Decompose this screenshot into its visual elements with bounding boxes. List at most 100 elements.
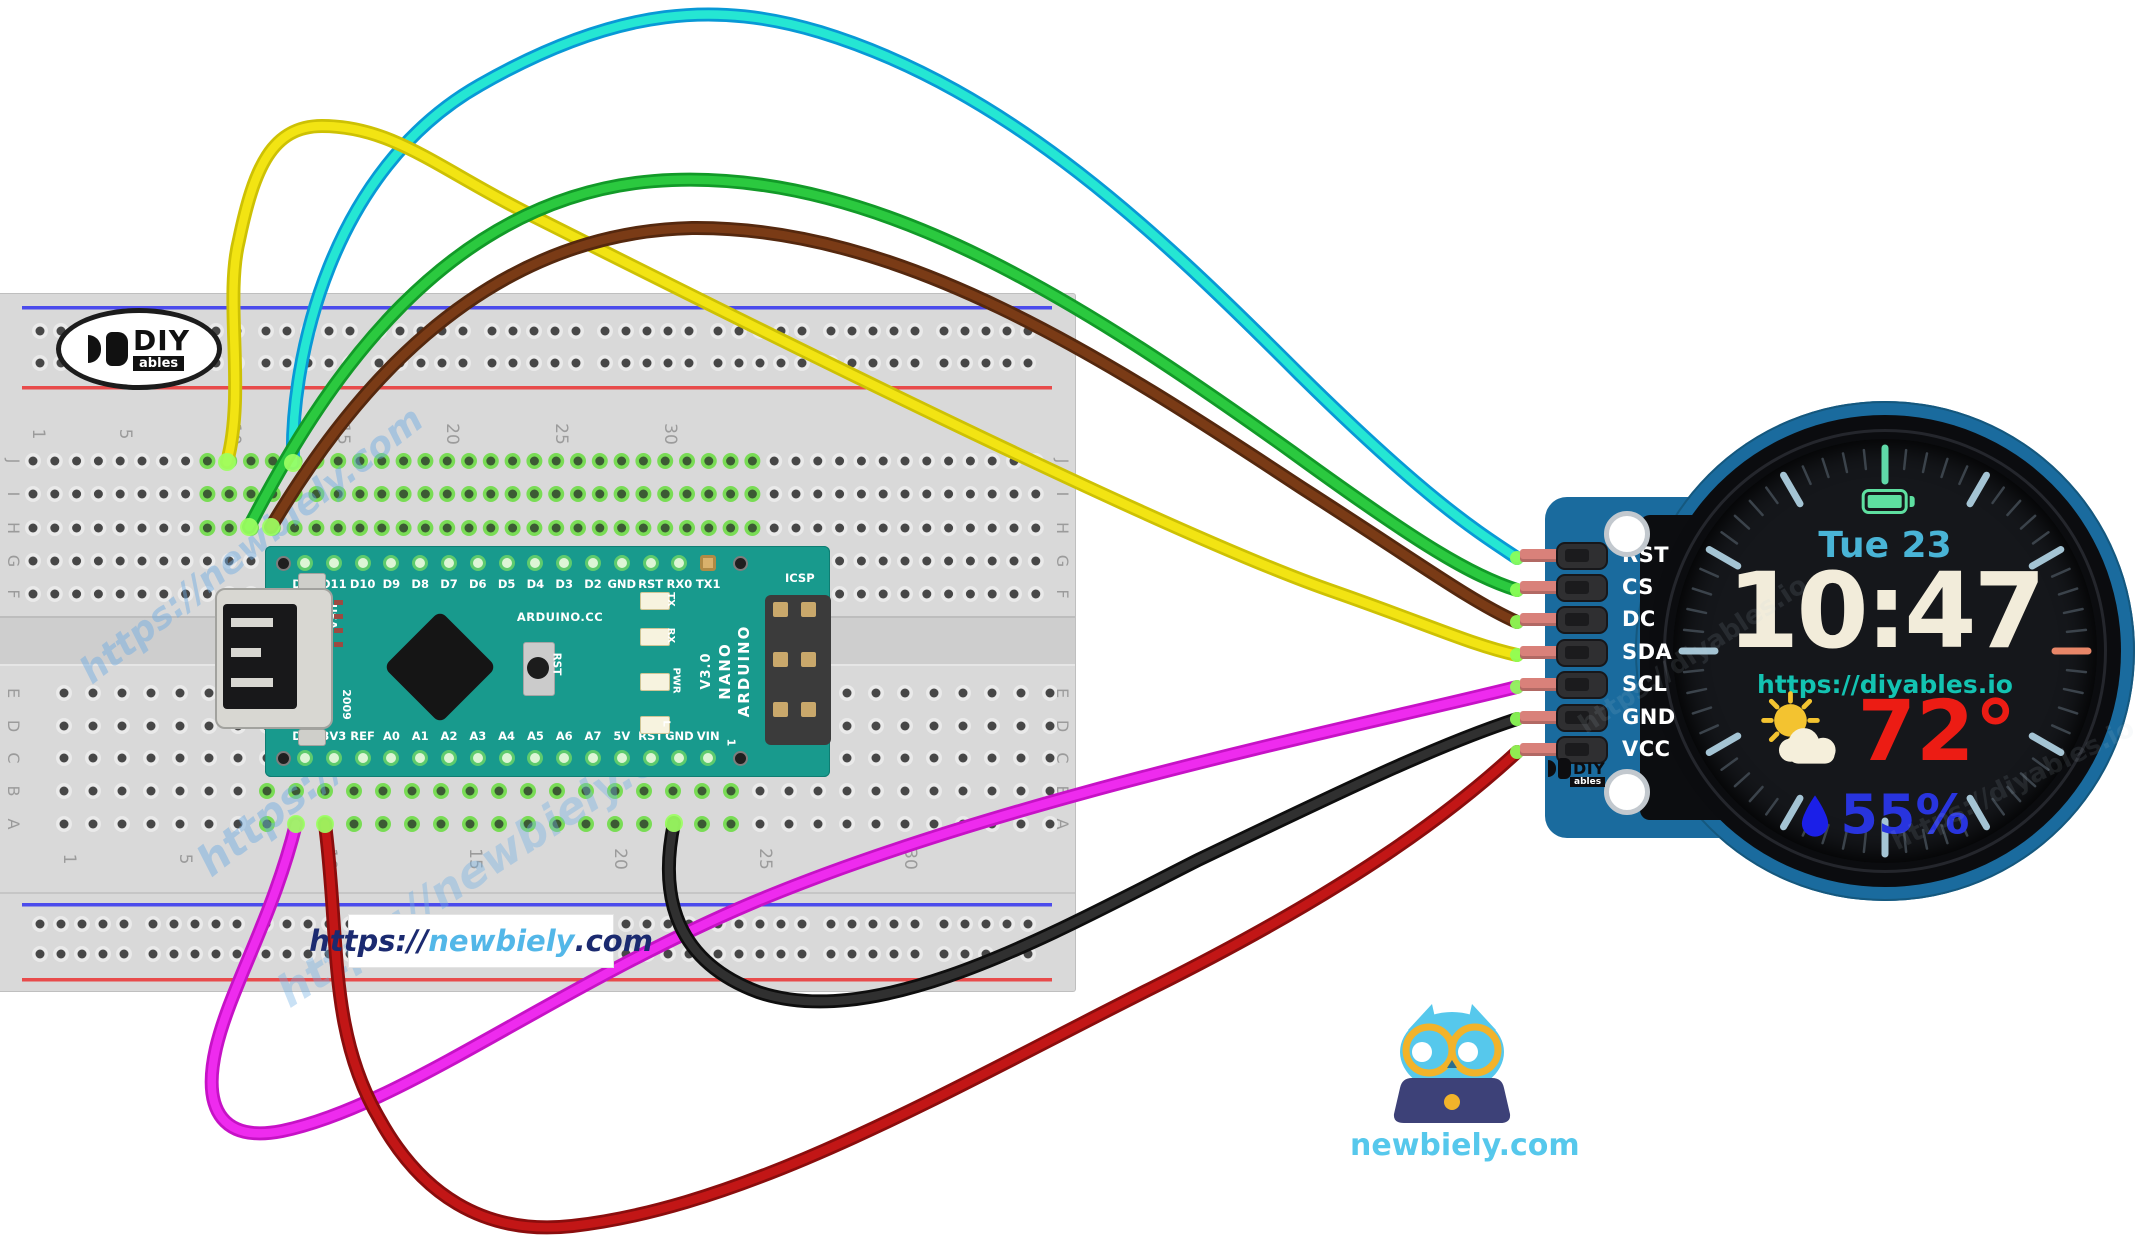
nano-led-TX [640, 592, 670, 610]
display-pin-CS [1520, 581, 1564, 594]
nano-pin-label-D5: D5 [497, 577, 516, 591]
nano-led-L [640, 716, 670, 734]
nano-pin-pad-D2 [585, 555, 601, 571]
url-protocol: https:// [309, 924, 429, 958]
nano-icsp-header [765, 595, 831, 745]
display-pin-slot [1565, 549, 1589, 562]
nano-led-PWR [640, 673, 670, 691]
nano-pin-label-3V3: 3V3 [321, 729, 347, 743]
nano-pin-label-D11: D11 [321, 577, 347, 591]
nano-pin-pad-VIN [700, 750, 717, 766]
nano-pin-pad-D4 [527, 555, 544, 571]
nano-pin-label-D3: D3 [555, 577, 573, 591]
nano-pin-pad-A3 [469, 750, 486, 766]
svg-text:B: B [1053, 786, 1072, 797]
mini-usb-connector [215, 588, 333, 729]
svg-text:H: H [1053, 522, 1072, 534]
wire-end-glow [240, 518, 258, 536]
display-pin-RST [1520, 549, 1564, 562]
wire-green-cs [244, 175, 1522, 595]
display-pin-pad-GND [1556, 704, 1608, 732]
nano-led-RX [640, 628, 670, 646]
watch-tick-marks [1678, 444, 2092, 858]
display-pin-label-GND: GND [1622, 705, 1676, 729]
nano-pin-pad-D10 [354, 555, 371, 571]
display-pin-pad-RST [1556, 542, 1608, 570]
wire-end-glow [287, 815, 305, 833]
svg-text:A: A [4, 819, 23, 830]
display-pin-pad-SDA [1556, 639, 1608, 667]
svg-text:1: 1 [28, 429, 48, 440]
nano-pin-label-GND: GND [607, 577, 637, 591]
nano-pin-pad-RX0 [671, 555, 688, 571]
nano-pin-pad-A7 [585, 750, 601, 766]
display-pin-label-VCC: VCC [1622, 737, 1671, 761]
svg-text:D: D [4, 720, 23, 732]
mounting-hole [1604, 511, 1650, 557]
newbiely-logo-caption: newbiely.com [1350, 1128, 1580, 1163]
nano-pin-label-5V: 5V [613, 729, 631, 743]
svg-text:20: 20 [442, 423, 462, 445]
svg-text:J: J [4, 458, 23, 464]
power-rail-line [22, 903, 1052, 907]
nano-pin-pad-D3 [556, 555, 573, 571]
nano-pin-label-RST: RST [638, 577, 664, 591]
display-pin-label-CS: CS [1622, 575, 1654, 599]
diyables-logo-breadboard: DIY ables [56, 308, 222, 390]
display-pin-DC [1520, 613, 1564, 626]
display-pin-slot [1565, 678, 1589, 691]
diyables-glyph-icon [1558, 758, 1571, 779]
icsp-pin [773, 602, 788, 617]
usb-mount-tab [298, 729, 326, 746]
svg-text:I: I [4, 492, 23, 497]
svg-text:H: H [4, 522, 23, 534]
svg-text:I: I [1053, 492, 1072, 497]
svg-text:5: 5 [175, 854, 195, 865]
nano-pin-pad-D13 [297, 750, 313, 766]
svg-text:30: 30 [660, 423, 680, 445]
nano-mount-hole [733, 750, 748, 766]
display-pin-pad-SCL [1556, 671, 1608, 699]
nano-pin-label-VIN: VIN [696, 729, 720, 743]
nano-pin-label-D8: D8 [411, 577, 429, 591]
nano-reset-button[interactable] [523, 642, 555, 696]
nano-brand-text: ARDUINO.CC [516, 610, 604, 624]
svg-text:G: G [1053, 555, 1072, 567]
nano-pin-label-D4: D4 [526, 577, 545, 591]
watch-url: https://diyables.io [1757, 670, 2013, 699]
svg-text:25: 25 [551, 423, 571, 445]
svg-text:D: D [1053, 720, 1072, 732]
power-rail-line [22, 306, 1052, 310]
svg-text:J: J [1053, 458, 1072, 464]
usb-contact [334, 642, 343, 647]
nano-pin-label-GND: GND [665, 729, 694, 743]
usb-contact [334, 600, 343, 605]
nano-reset-button-cap[interactable] [527, 657, 549, 679]
nano-pin-pad-D7 [441, 555, 457, 571]
svg-text:F: F [1053, 589, 1072, 598]
nano-pin-label-D9: D9 [382, 577, 401, 591]
usb-contact [334, 614, 343, 619]
nano-pin-pad-A6 [556, 750, 573, 766]
wire-outline [204, 680, 1524, 1141]
nano-pin-pad-D9 [383, 555, 400, 571]
svg-text:25: 25 [755, 848, 775, 870]
diyables-glyph-icon [106, 332, 129, 366]
nano-pin-label-A4: A4 [498, 729, 516, 743]
nano-pin-label-D6: D6 [469, 577, 487, 591]
newbiely-owl-logo [1393, 1004, 1511, 1123]
display-bezel-ring [1663, 429, 2107, 873]
display-pin-slot [1565, 613, 1589, 626]
svg-text:5: 5 [115, 429, 135, 440]
wire-outline [264, 220, 1524, 629]
url-tld: .com [574, 924, 653, 958]
svg-text:E: E [1053, 688, 1072, 698]
newbiely-url-label: https://newbiely.com [309, 914, 653, 968]
nano-mount-hole [276, 750, 291, 766]
nano-pin-pad-REF [354, 750, 371, 766]
icsp-pin [801, 652, 816, 667]
svg-text:A: A [1053, 819, 1072, 830]
svg-text:G: G [4, 555, 23, 567]
